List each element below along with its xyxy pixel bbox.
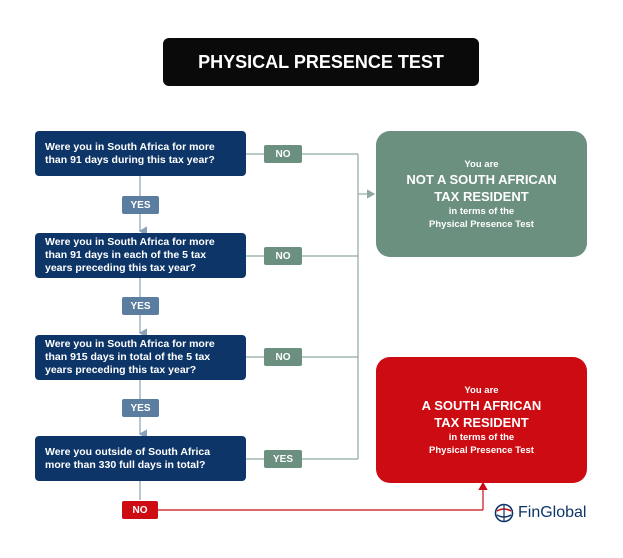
logo-text: FinGlobal [518,504,587,521]
no-label-3: NO [264,348,302,366]
outcome-line: in terms of the [448,431,515,443]
globe-icon [494,503,514,523]
resident-line [158,481,488,511]
outcome-not-resident: You are NOT A SOUTH AFRICAN TAX RESIDENT… [376,131,587,257]
page-title: PHYSICAL PRESENCE TEST [163,38,479,86]
no-label-4: NO [122,501,158,519]
yes-label-4: YES [264,450,302,468]
outcome-resident: You are A SOUTH AFRICAN TAX RESIDENT in … [376,357,587,483]
outcome-line: TAX RESIDENT [434,188,529,204]
question-3: Were you in South Africa for more than 9… [35,335,246,380]
outcome-line: You are [464,384,499,396]
outcome-line: NOT A SOUTH AFRICAN [406,171,557,187]
outcome-line: in terms of the [448,205,515,217]
outcome-line: TAX RESIDENT [434,414,529,430]
yes-label-3: YES [122,399,159,417]
no-label-1: NO [264,145,302,163]
outcome-line: You are [464,158,499,170]
no-label-2: NO [264,247,302,265]
question-1: Were you in South Africa for more than 9… [35,131,246,176]
outcome-line: Physical Presence Test [429,444,534,456]
finglobal-logo: FinGlobal [494,503,586,523]
yes-label-1: YES [122,196,159,214]
not-resident-lines [246,153,376,460]
question-2: Were you in South Africa for more than 9… [35,233,246,278]
question-4: Were you outside of South Africa more th… [35,436,246,481]
outcome-line: A SOUTH AFRICAN [421,397,542,413]
outcome-line: Physical Presence Test [429,218,534,230]
yes-label-2: YES [122,297,159,315]
